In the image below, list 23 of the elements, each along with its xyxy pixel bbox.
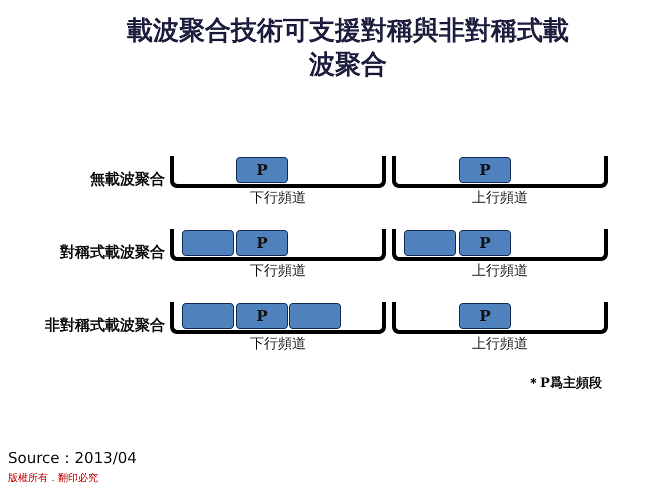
channel-caption: 上行頻道 xyxy=(471,263,529,279)
footnote: ＊P爲主頻段 xyxy=(527,374,602,392)
carrier-block xyxy=(182,303,234,329)
primary-carrier-block: P xyxy=(236,157,288,183)
carrier-block xyxy=(182,230,234,256)
carrier-block xyxy=(404,230,456,256)
row-label: 無載波聚合 xyxy=(89,170,165,189)
row-label: 非對稱式載波聚合 xyxy=(44,316,165,335)
source-note: Source：2013/04 xyxy=(8,449,137,468)
row-label: 對稱式載波聚合 xyxy=(58,243,165,262)
channel-caption: 上行頻道 xyxy=(471,336,529,352)
copyright-note: 版權所有．翻印必究 xyxy=(8,472,98,485)
primary-carrier-block: P xyxy=(459,157,511,183)
carrier-block xyxy=(289,303,341,329)
title: 載波聚合技術可支援對稱與非對稱式載波聚合 xyxy=(126,15,570,82)
primary-carrier-block: P xyxy=(459,303,511,329)
primary-carrier-block: P xyxy=(236,303,288,329)
primary-carrier-block: P xyxy=(459,230,511,256)
channel-caption: 上行頻道 xyxy=(471,190,529,206)
channel-caption: 下行頻道 xyxy=(249,190,307,206)
channel-caption: 下行頻道 xyxy=(249,336,307,352)
primary-carrier-block: P xyxy=(236,230,288,256)
channel-caption: 下行頻道 xyxy=(249,263,307,279)
